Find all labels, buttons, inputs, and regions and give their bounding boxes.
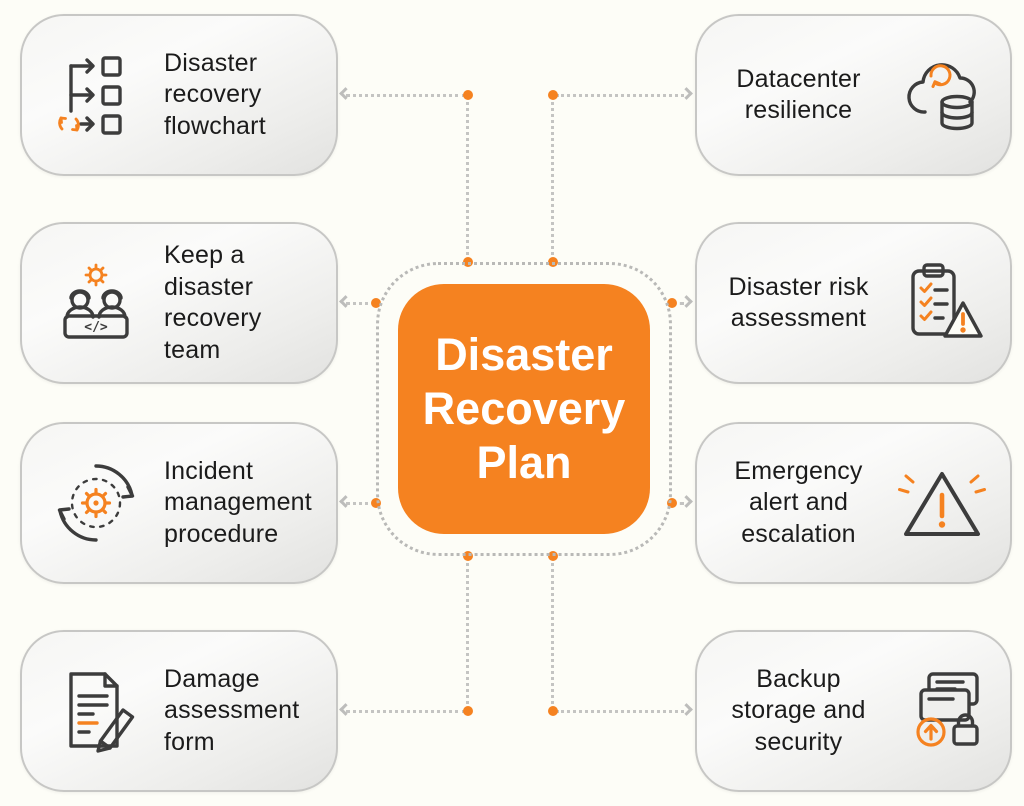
- arrow-left-icon: [339, 703, 352, 716]
- arrow-left-icon: [339, 87, 352, 100]
- arrow-left-icon: [339, 495, 352, 508]
- junction-dot: [548, 551, 558, 561]
- diagram-title: Disaster Recovery Plan: [422, 329, 626, 488]
- card-disaster-risk-assessment: Disaster risk assessment: [695, 222, 1012, 384]
- card-incident-management: Incident management procedure: [20, 422, 338, 584]
- arrow-right-icon: [680, 495, 693, 508]
- connector-line: [556, 710, 684, 713]
- junction-dot: [463, 90, 473, 100]
- risk-assessment-icon: [896, 257, 988, 349]
- card-label: Incident management procedure: [164, 456, 312, 548]
- card-emergency-alert: Emergency alert and escalation: [695, 422, 1012, 584]
- arrow-right-icon: [680, 703, 693, 716]
- junction-dot: [463, 551, 473, 561]
- connector-line: [551, 556, 554, 711]
- card-label: Disaster risk assessment: [728, 272, 869, 333]
- card-label: Datacenter resilience: [736, 64, 861, 125]
- center-node: Disaster Recovery Plan: [398, 284, 650, 534]
- card-disaster-recovery-flowchart: Disaster recovery flowchart: [20, 14, 338, 176]
- backup-storage-icon: [896, 665, 988, 757]
- arrow-right-icon: [680, 87, 693, 100]
- connector-line: [346, 502, 376, 505]
- connector-line: [346, 710, 466, 713]
- junction-dot: [667, 498, 677, 508]
- connector-line: [672, 302, 684, 305]
- card-backup-storage: Backup storage and security: [695, 630, 1012, 792]
- card-label: Backup storage and security: [731, 664, 866, 756]
- card-datacenter-resilience: Datacenter resilience: [695, 14, 1012, 176]
- junction-dot: [463, 706, 473, 716]
- card-damage-assessment-form: Damage assessment form: [20, 630, 338, 792]
- arrow-right-icon: [680, 295, 693, 308]
- center-dotted-outline: [376, 262, 672, 556]
- connector-line: [466, 95, 469, 262]
- connector-line: [556, 94, 684, 97]
- arrow-left-icon: [339, 295, 352, 308]
- connector-line: [672, 502, 684, 505]
- connector-line: [466, 556, 469, 711]
- card-label: Damage assessment form: [164, 664, 300, 756]
- datacenter-resilience-icon: [896, 49, 988, 141]
- connector-line: [551, 95, 554, 262]
- recovery-team-icon: </>: [50, 257, 142, 349]
- junction-dot: [371, 298, 381, 308]
- flowchart-icon: [50, 49, 142, 141]
- svg-text:</>: </>: [84, 320, 108, 335]
- emergency-alert-icon: [896, 457, 988, 549]
- junction-dot: [667, 298, 677, 308]
- connector-line: [346, 94, 466, 97]
- card-label: Disaster recovery flowchart: [164, 48, 266, 140]
- card-label: Emergency alert and escalation: [734, 456, 863, 548]
- card-label: Keep a disaster recovery team: [164, 241, 262, 364]
- junction-dot: [548, 90, 558, 100]
- assessment-form-icon: [50, 665, 142, 757]
- incident-management-icon: [50, 457, 142, 549]
- card-recovery-team: </> Keep a disaster recovery team: [20, 222, 338, 384]
- connector-line: [346, 302, 376, 305]
- junction-dot: [548, 706, 558, 716]
